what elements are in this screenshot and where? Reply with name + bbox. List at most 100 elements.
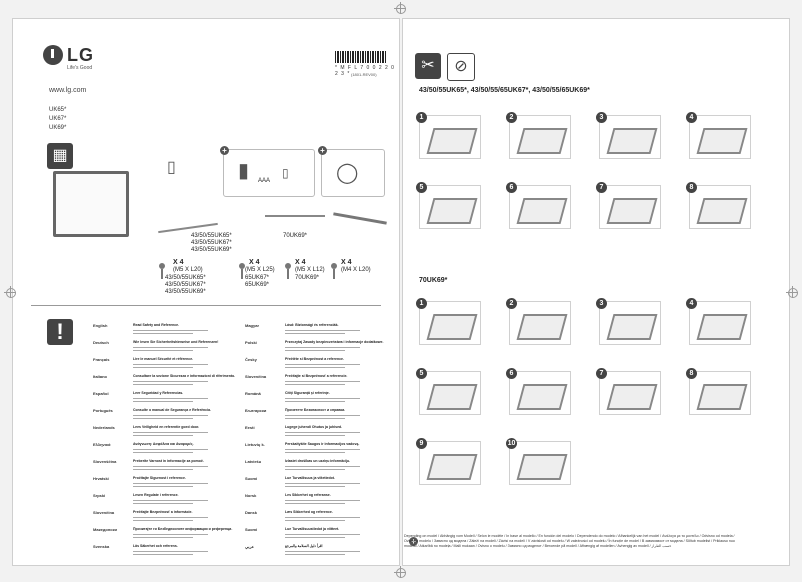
plus-icon: + xyxy=(220,146,229,155)
language-name: Slovenščina xyxy=(93,459,117,464)
step-illustration xyxy=(696,384,748,410)
language-text: Wie lesen Sie Sicherheitshinweise und Re… xyxy=(133,340,219,344)
language-text: Læs Sikkerhed og reference. xyxy=(285,510,333,514)
assembly-step: 2 xyxy=(506,112,571,159)
text-line-placeholder xyxy=(133,381,208,382)
step-illustration xyxy=(516,384,568,410)
language-name: Suomi xyxy=(245,527,258,532)
section2-title: 70UK69* xyxy=(419,277,448,284)
language-text: Lesen Regulate i reference. xyxy=(133,493,179,497)
text-line-placeholder xyxy=(285,534,360,535)
language-name: Български xyxy=(245,408,267,413)
language-text: اقرأ دليل السلامة والمرجع xyxy=(285,544,323,548)
text-line-placeholder xyxy=(285,350,345,351)
stand-illustration xyxy=(158,222,218,234)
assembly-step: 7 xyxy=(596,182,661,229)
text-line-placeholder xyxy=(285,517,360,518)
box-contents-icon: ▦ xyxy=(47,143,73,169)
step-number: 2 xyxy=(506,112,517,123)
plus-icon: + xyxy=(409,537,418,546)
model-1: UK65* xyxy=(49,107,67,113)
text-line-placeholder xyxy=(133,367,193,368)
language-name: Slovenčina xyxy=(245,374,267,379)
step-number: 3 xyxy=(596,112,607,123)
text-line-placeholder xyxy=(285,537,345,538)
language-name: Magyar xyxy=(245,323,260,328)
left-sheet: LG Life's Good www.lg.com UK65* UK67* UK… xyxy=(12,18,400,566)
text-line-placeholder xyxy=(285,418,345,419)
language-text: Ανάγνωση: Ασφάλεια και Αναφορές. xyxy=(133,442,194,446)
language-text: Consultare la sezione Sicurezza e inform… xyxy=(133,374,236,378)
text-line-placeholder xyxy=(133,435,193,436)
text-line-placeholder xyxy=(285,333,345,334)
text-line-placeholder xyxy=(285,330,360,331)
step-number: 9 xyxy=(416,438,427,449)
barcode-icon xyxy=(335,51,387,63)
step-illustration xyxy=(696,314,748,340)
text-line-placeholder xyxy=(133,551,208,552)
part-number: (1801-REV00) xyxy=(351,72,377,77)
text-line-placeholder xyxy=(133,415,208,416)
language-name: English xyxy=(93,323,108,328)
assembly-step: 3 xyxy=(596,112,661,159)
battery-label: AAA xyxy=(258,178,271,184)
step-number: 6 xyxy=(506,182,517,193)
text-line-placeholder xyxy=(133,398,208,399)
text-line-placeholder xyxy=(285,554,345,555)
language-name: Norsk xyxy=(245,493,257,498)
stand-illustration-2 xyxy=(265,215,325,217)
screw-model-2b: 65UK69* xyxy=(245,282,270,288)
lg-logo-icon xyxy=(43,45,63,65)
assembly-step: 4 xyxy=(686,298,751,345)
step-number: 8 xyxy=(686,182,697,193)
text-line-placeholder xyxy=(285,520,345,521)
no-tool-icon: ⊘ xyxy=(447,53,475,81)
screw-model-2a: 65UK67* xyxy=(245,275,270,281)
text-line-placeholder xyxy=(285,551,360,552)
text-line-placeholder xyxy=(285,503,345,504)
language-name: Italiano xyxy=(93,374,108,379)
language-text: Preberite Varnost in informacije za pomo… xyxy=(133,459,204,463)
model-3: UK69* xyxy=(49,125,67,131)
step-number: 5 xyxy=(416,182,427,193)
text-line-placeholder xyxy=(285,483,360,484)
step-number: 7 xyxy=(596,368,607,379)
step-illustration xyxy=(516,314,568,340)
assembly-step: 10 xyxy=(506,438,571,485)
language-text: Läs Säkerhet och referens. xyxy=(133,544,178,548)
plus-icon: + xyxy=(318,146,327,155)
language-text: Read Safety and Reference. xyxy=(133,323,180,327)
stand-caption-3: 43/50/55UK69* xyxy=(191,247,232,253)
screw-model-1b: 43/50/55UK67* xyxy=(165,282,206,288)
step-number: 6 xyxy=(506,368,517,379)
text-line-placeholder xyxy=(133,330,208,331)
language-name: Suomi xyxy=(245,476,258,481)
language-text: Izlasiet drošības un uzziņu informāciju. xyxy=(285,459,351,463)
step-illustration xyxy=(606,384,658,410)
language-text: Prečítajte si Bezpečnosť a referencie. xyxy=(285,374,348,378)
language-text: Прочетете Безопасност и справки. xyxy=(285,408,346,412)
assembly-step: 8 xyxy=(686,368,751,415)
text-line-placeholder xyxy=(133,483,208,484)
text-line-placeholder xyxy=(133,500,208,501)
assembly-step: 9 xyxy=(416,438,481,485)
screw-size-2: (M5 X L25) xyxy=(245,267,275,273)
registration-mark-icon xyxy=(786,286,798,298)
step-number: 3 xyxy=(596,298,607,309)
language-name: Română xyxy=(245,391,261,396)
text-line-placeholder xyxy=(285,347,360,348)
language-name: Nederlands xyxy=(93,425,115,430)
text-line-placeholder xyxy=(285,452,345,453)
step-number: 7 xyxy=(596,182,607,193)
step-illustration xyxy=(516,198,568,224)
assembly-step: 4 xyxy=(686,112,751,159)
text-line-placeholder xyxy=(133,350,193,351)
step-illustration xyxy=(516,128,568,154)
text-line-placeholder xyxy=(133,520,193,521)
text-line-placeholder xyxy=(133,486,193,487)
text-line-placeholder xyxy=(133,537,193,538)
website: www.lg.com xyxy=(49,87,87,94)
step-illustration xyxy=(516,454,568,480)
language-text: Przeczytaj Zasady bezpieczeństwa i infor… xyxy=(285,340,384,344)
step-illustration xyxy=(696,128,748,154)
